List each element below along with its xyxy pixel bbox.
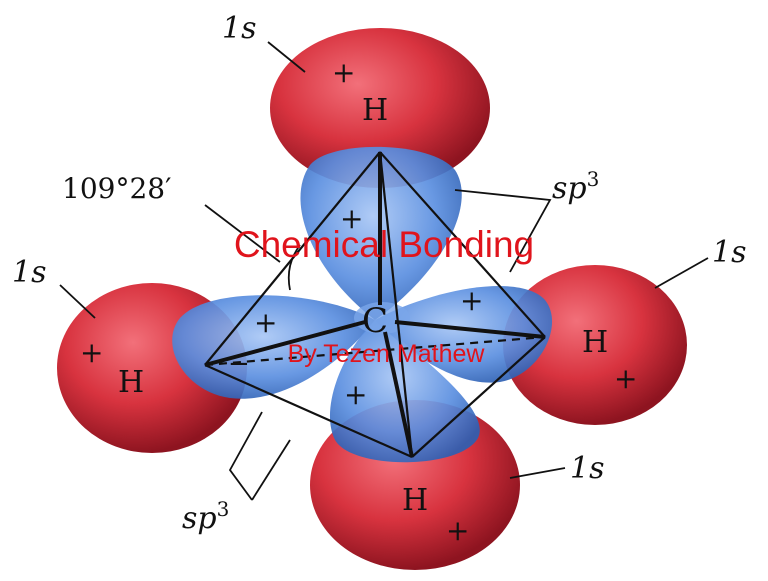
- bond-angle-arc: [287, 244, 301, 291]
- h-label-right: H: [582, 325, 608, 360]
- carbon-label: C: [362, 301, 388, 341]
- h-label-left: H: [118, 365, 144, 400]
- plus-sign: +: [340, 202, 363, 235]
- plus-sign: +: [332, 56, 355, 89]
- h-label-top: H: [362, 93, 388, 128]
- plus-sign: +: [80, 336, 103, 369]
- h-label-bottom: H: [402, 483, 428, 518]
- slide-subtitle: By Tezen Mathew: [288, 340, 486, 368]
- plus-sign: +: [254, 306, 277, 339]
- plus-sign: +: [446, 514, 469, 547]
- hybrid-label-left: sp3: [182, 497, 229, 536]
- plus-sign: +: [344, 378, 367, 411]
- plus-sign: +: [614, 362, 637, 395]
- h-sphere-right: [503, 265, 687, 425]
- sp3-lobe-right: [375, 286, 553, 383]
- minus-sign: −: [228, 349, 250, 379]
- h-sphere-top: [270, 28, 490, 188]
- plus-sign: +: [460, 284, 483, 317]
- leader-lines: [59, 41, 709, 501]
- slide-title: Chemical Bonding: [234, 224, 534, 265]
- bond-angle-label: 109°28′: [62, 172, 171, 205]
- orbital-label-left: 1s: [12, 255, 46, 290]
- carbon-bonds: [204, 152, 546, 458]
- orbital-label-right: 1s: [712, 235, 746, 270]
- hybrid-label-right: sp3: [552, 167, 599, 206]
- orbital-label-bottom: 1s: [570, 451, 604, 486]
- orbital-label-top: 1s: [222, 11, 256, 46]
